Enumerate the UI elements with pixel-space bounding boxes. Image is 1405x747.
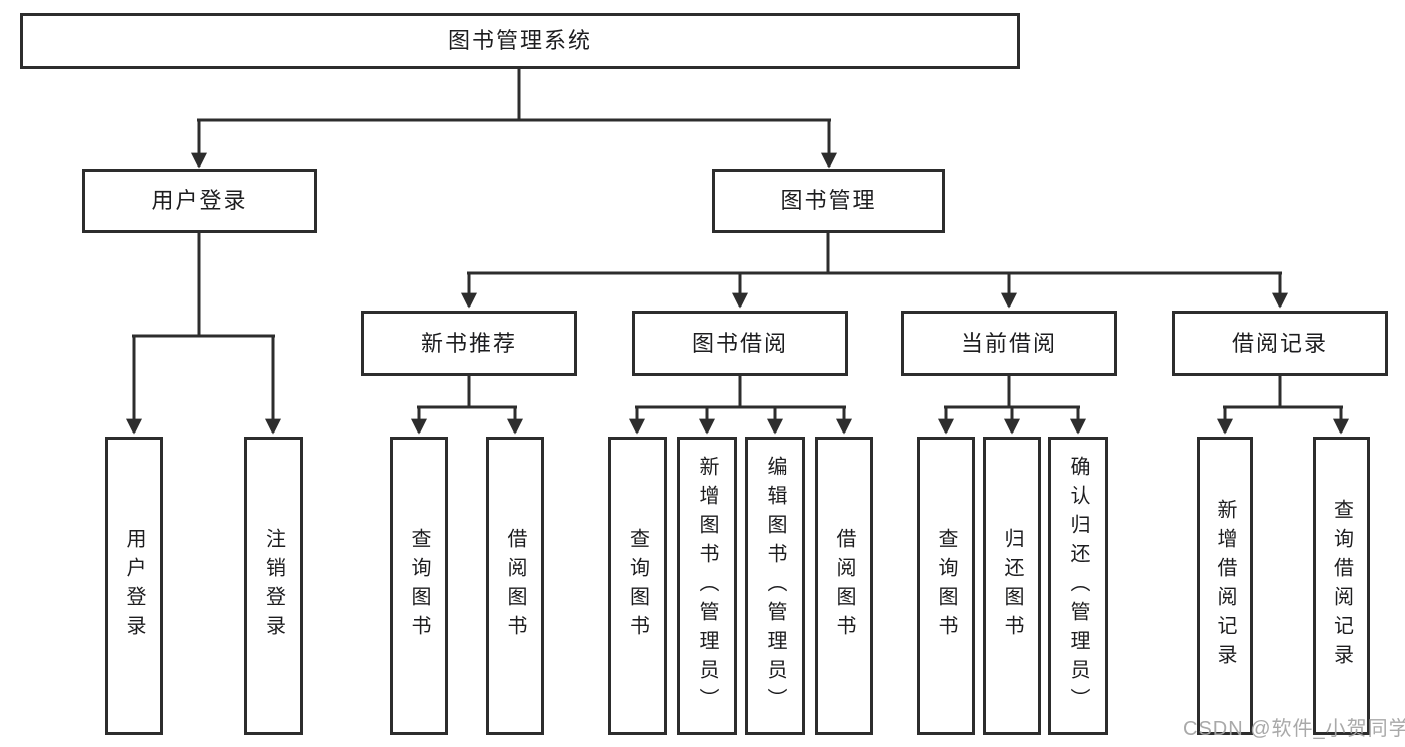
leaf-borrow-add-books-admin: 新增图书（管理员） — [677, 437, 737, 735]
leaf-current-query-books: 查询图书 — [917, 437, 975, 735]
leaf-borrow-edit-books-admin: 编辑图书（管理员） — [745, 437, 805, 735]
node-root: 图书管理系统 — [20, 13, 1020, 69]
leaf-current-confirm-return-admin: 确认归还（管理员） — [1048, 437, 1108, 735]
csdn-watermark: CSDN @软件_小贺同学 — [1183, 718, 1405, 740]
leaf-borrow-query-books: 查询图书 — [608, 437, 667, 735]
leaf-logout-login: 注销登录 — [244, 437, 303, 735]
leaf-borrow-borrow-books: 借阅图书 — [815, 437, 873, 735]
node-current-borrow: 当前借阅 — [901, 311, 1117, 376]
leaf-recommend-query-books: 查询图书 — [390, 437, 448, 735]
leaf-records-add-record: 新增借阅记录 — [1197, 437, 1253, 735]
leaf-recommend-borrow-books: 借阅图书 — [486, 437, 544, 735]
node-book-management: 图书管理 — [712, 169, 945, 233]
node-new-book-recommend: 新书推荐 — [361, 311, 577, 376]
leaf-current-return-books: 归还图书 — [983, 437, 1041, 735]
leaf-records-query-record: 查询借阅记录 — [1313, 437, 1370, 735]
node-user-login: 用户登录 — [82, 169, 317, 233]
node-borrow-records: 借阅记录 — [1172, 311, 1388, 376]
leaf-user-login: 用户登录 — [105, 437, 163, 735]
node-book-borrow: 图书借阅 — [632, 311, 848, 376]
